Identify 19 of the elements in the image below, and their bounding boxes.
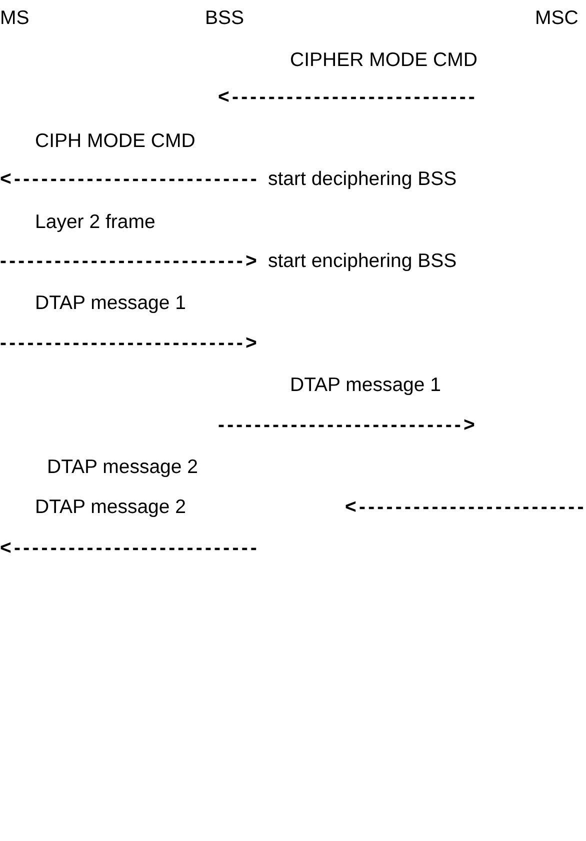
message-label: CIPHER MODE CMD <box>290 49 478 71</box>
ascii-arrow: ---------------------------> <box>0 332 260 354</box>
ascii-arrow: <--------------------------- <box>0 168 260 190</box>
note-text: start enciphering BSS <box>268 250 457 272</box>
ascii-arrow: <--------------------------- <box>0 537 260 559</box>
message-label: DTAP message 2 <box>47 456 198 478</box>
lifeline-header: MSC <box>535 7 578 29</box>
message-label: Layer 2 frame <box>35 211 156 233</box>
message-label: CIPH MODE CMD <box>35 130 196 152</box>
message-label: DTAP message 1 <box>35 292 186 314</box>
lifeline-header: MS <box>0 7 30 29</box>
message-label: DTAP message 1 <box>290 374 442 396</box>
ascii-arrow: <--------------------------- <box>218 86 478 108</box>
ascii-arrow: ---------------------------> <box>0 250 260 272</box>
note-text: start deciphering BSS <box>268 168 457 190</box>
message-label: DTAP message 2 <box>35 496 186 518</box>
lifeline-header: BSS <box>205 7 244 29</box>
ascii-arrow: <------------------------- <box>345 496 586 518</box>
ascii-arrow: ---------------------------> <box>218 414 478 436</box>
